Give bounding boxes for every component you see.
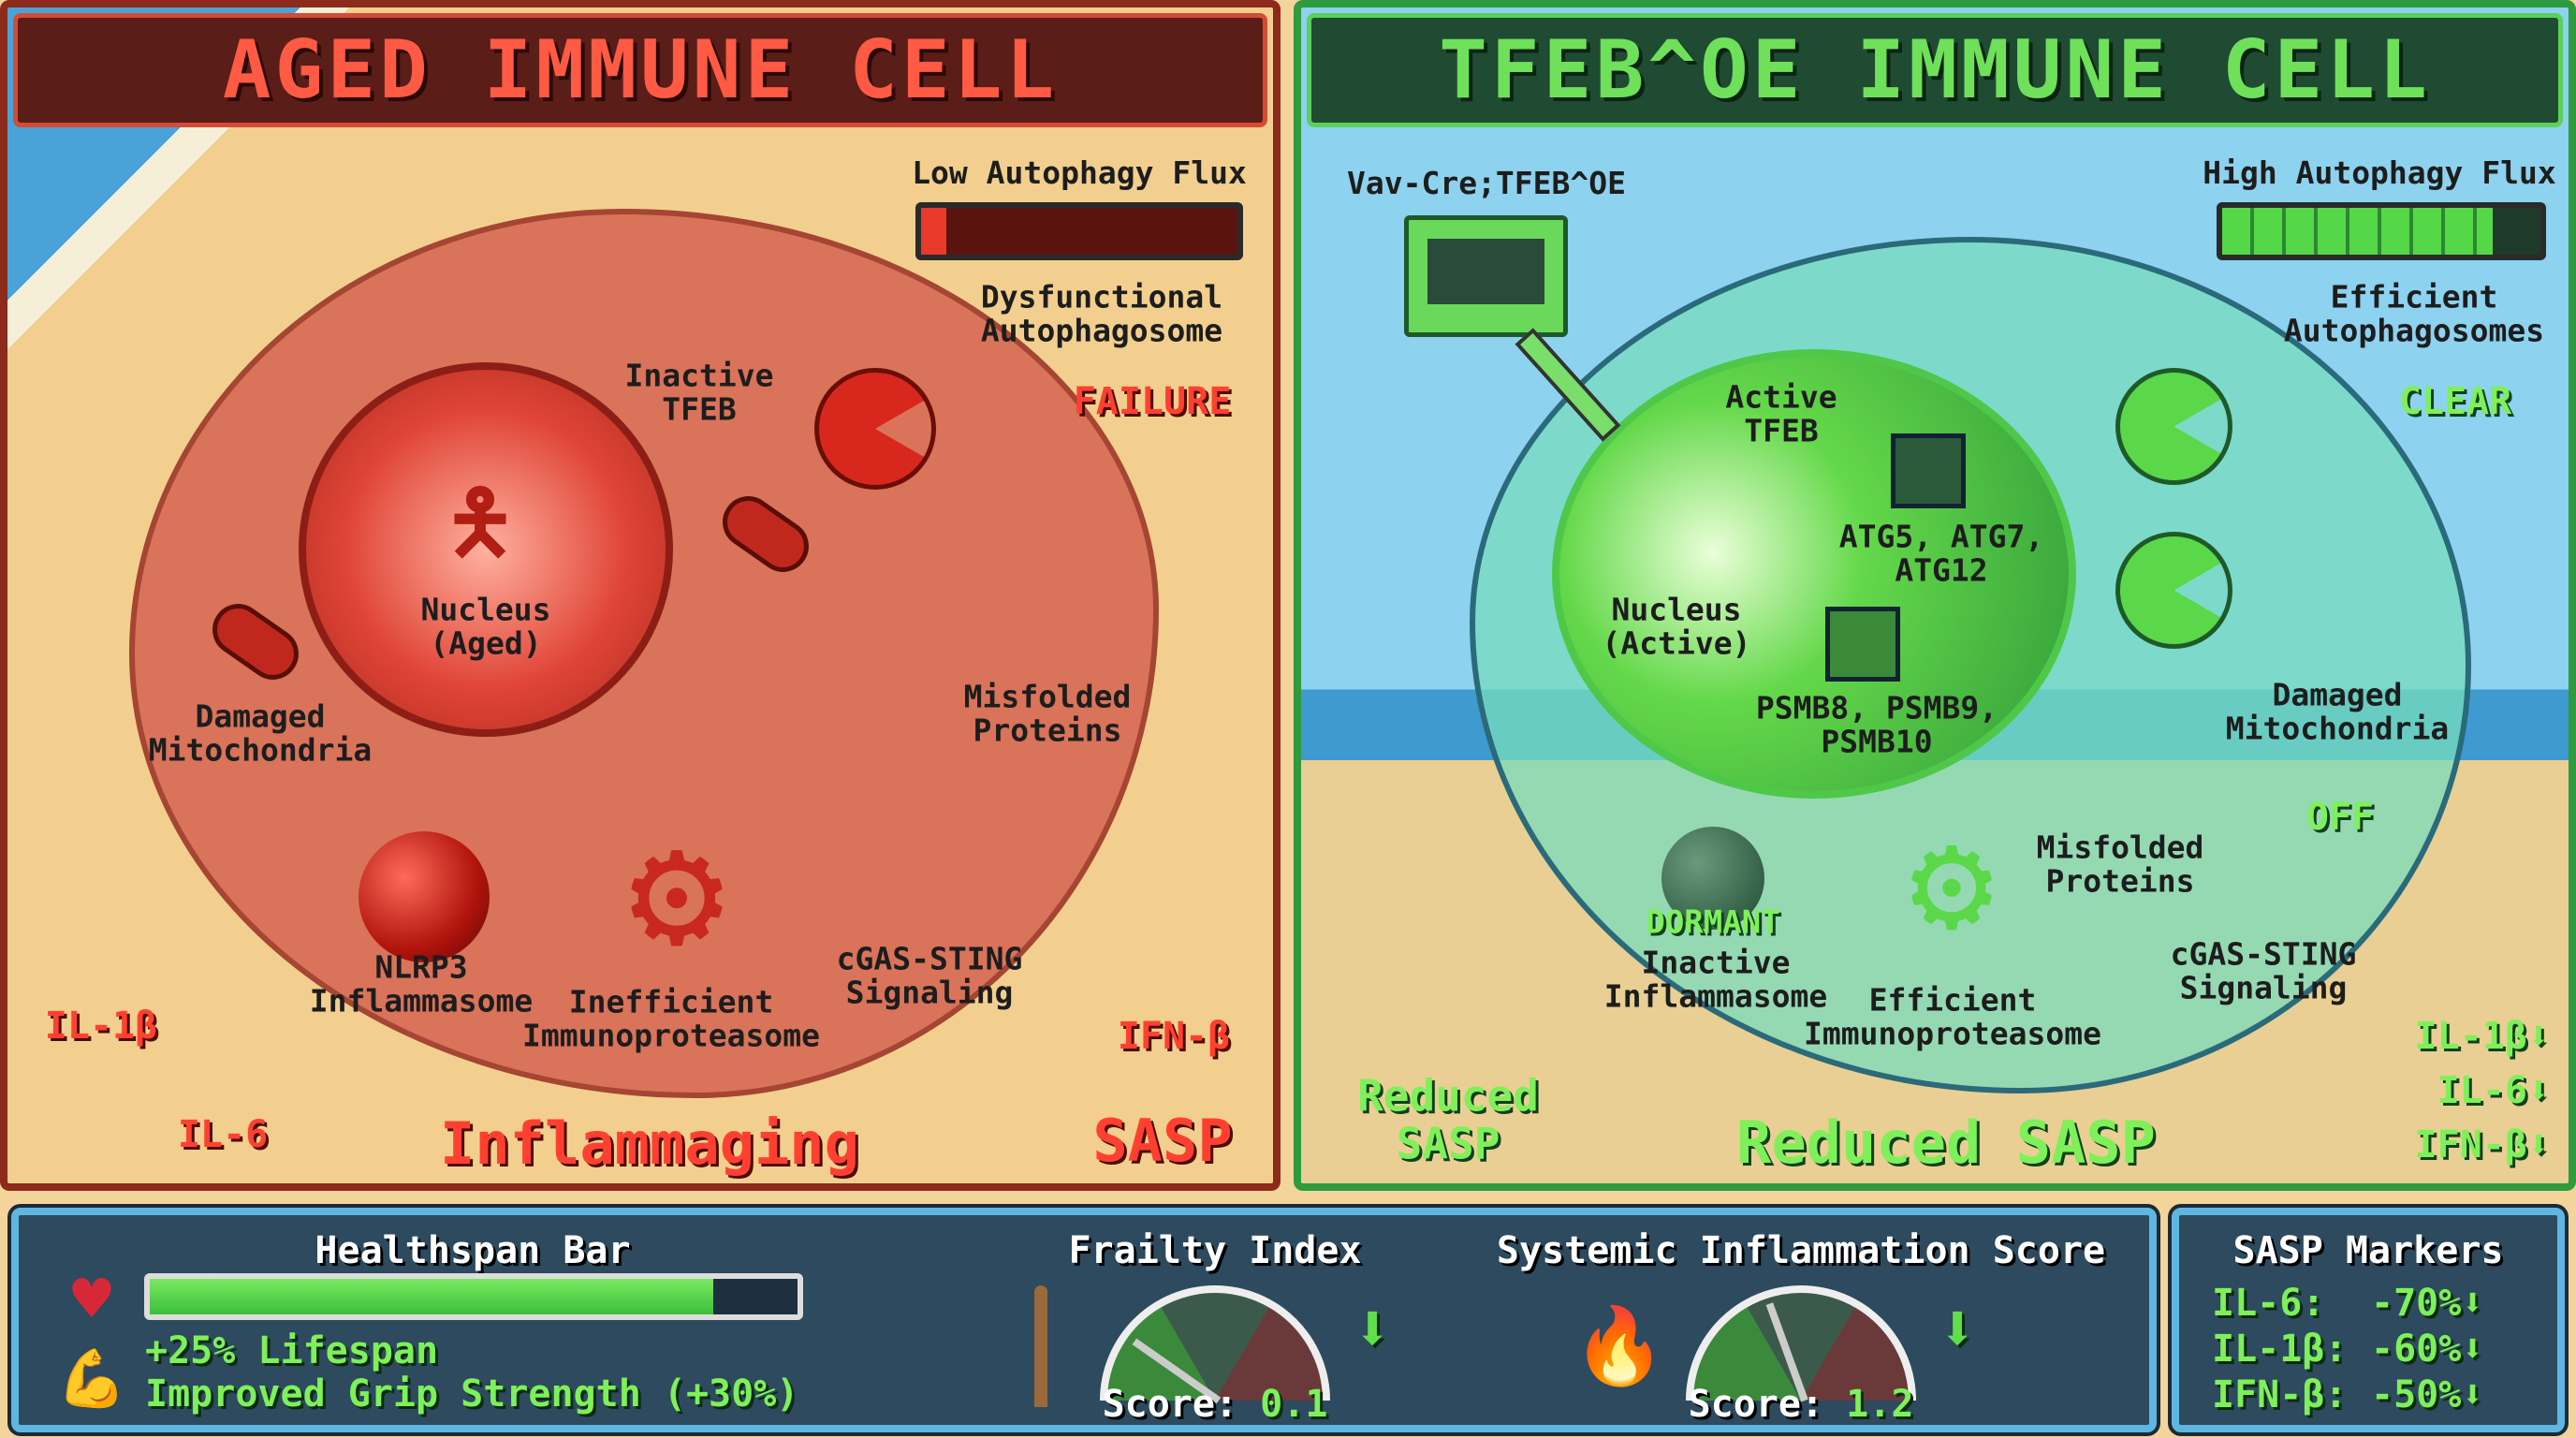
misfolded-proteins-label: Misfolded Proteins: [2036, 829, 2204, 900]
dormant-inflammasome-icon: [1661, 827, 1764, 930]
sasp-marker-row: IL-1β: -60%⬇: [2212, 1327, 2483, 1372]
sasp-markers-list: IL-6:-70%⬇ IL-1β:-60%⬇ IFN-β:-50%⬇: [2212, 1281, 2483, 1418]
aged-panel-title: AGED IMMUNE CELL: [13, 13, 1267, 127]
active-nucleus-label: Nucleus (Active): [1602, 591, 1751, 662]
sasp-markers-panel: SASP Markers IL-6:-70%⬇ IL-1β:-60%⬇ IFN-…: [2168, 1204, 2569, 1436]
chip-icon: [1891, 433, 1966, 508]
genotype-label: Vav-Cre;TFEB^OE: [1346, 164, 1627, 201]
marker-name: IL-1β:: [2212, 1328, 2348, 1371]
efficient-immunoproteasome-label: Efficient Immunoproteasome: [1804, 981, 2101, 1052]
low-flux-label: Low Autophagy Flux: [912, 154, 1247, 191]
aged-figure-icon: 🯅: [443, 473, 518, 572]
nlrp3-inflammasome-label: NLRP3 Inflammasome: [309, 948, 534, 1020]
marker-value: -70%: [2371, 1282, 2462, 1325]
healthspan-title: Healthspan Bar: [315, 1229, 631, 1272]
damaged-mitochondria-label: Damaged Mitochondria: [2225, 676, 2450, 747]
inactive-tfeb-label: Inactive TFEB: [624, 357, 774, 428]
grip-strength-label: Improved Grip Strength (+30%): [145, 1372, 799, 1416]
gear-icon: ⚙: [1909, 800, 1995, 964]
heart-icon: ♥: [71, 1260, 112, 1338]
score-label: Score:: [1688, 1383, 1824, 1426]
sasp-markers-title: SASP Markers: [2232, 1229, 2504, 1272]
off-label: OFF: [2305, 796, 2375, 839]
down-arrow-icon: ⬇: [1353, 1290, 1393, 1367]
atg-genes-label: ATG5, ATG7, ATG12: [1838, 518, 2044, 589]
reduced-sasp-side-label: Reduced SASP: [1357, 1070, 1539, 1168]
high-flux-label: High Autophagy Flux: [2203, 154, 2556, 191]
psmb-genes-label: PSMB8, PSMB9, PSMB10: [1755, 689, 1998, 760]
high-flux-bar: [2217, 202, 2546, 260]
down-arrow-icon: ⬇: [2461, 1328, 2484, 1371]
reduced-sasp-label: Reduced SASP: [1736, 1108, 2156, 1177]
misfolded-proteins-label: Misfolded Proteins: [963, 678, 1132, 749]
aged-nucleus-label: Nucleus (Aged): [420, 591, 551, 662]
cytokine-list: IL-1β⬇ IL-6⬇ IFN-β⬇: [2414, 1009, 2550, 1172]
marker-name: IFN-β:: [2212, 1373, 2348, 1416]
pacman-icon: [814, 368, 936, 490]
pacman-icon: [2115, 368, 2232, 485]
aged-cell-panel: AGED IMMUNE CELL 🯅 Nucleus (Aged) Low Au…: [0, 0, 1281, 1191]
frailty-title: Frailty Index: [1068, 1229, 1362, 1272]
aged-nucleus: [299, 362, 673, 737]
cgas-sting-label: cGAS-STING Signaling: [836, 940, 1023, 1011]
down-arrow-icon: ⬇: [2461, 1282, 2484, 1325]
ifnb-label: IFN-β: [2414, 1123, 2527, 1167]
frailty-score-value: 0.1: [1260, 1383, 1328, 1426]
cane-icon: [1034, 1285, 1047, 1407]
inflammation-score: Score: 1.2: [1689, 1384, 1914, 1425]
inflammation-title: Systemic Inflammation Score: [1496, 1229, 2106, 1272]
active-tfeb-label: Active TFEB: [1725, 378, 1837, 449]
down-arrow-icon: ⬇: [2461, 1373, 2484, 1416]
down-arrow-icon: ⬇: [2526, 1123, 2550, 1167]
frailty-score: Score: 0.1: [1103, 1384, 1328, 1425]
cgas-sting-label: cGAS-STING Signaling: [2170, 935, 2357, 1006]
chip-gear-icon: [1825, 607, 1900, 682]
low-flux-bar: [915, 202, 1243, 260]
efficient-autophagosomes-label: Efficient Autophagosomes: [2283, 278, 2545, 349]
marker-name: IL-6:: [2212, 1282, 2325, 1325]
pacman-icon: [2115, 532, 2232, 649]
broken-gear-icon: ⚙: [628, 799, 725, 985]
dashboard-panel: Healthspan Bar ♥ 💪 +25% Lifespan Improve…: [7, 1204, 2160, 1436]
healthspan-bar: [144, 1273, 803, 1320]
down-arrow-icon: ⬇: [2526, 1015, 2550, 1058]
down-arrow-icon: ⬇: [1938, 1290, 1978, 1367]
score-label: Score:: [1102, 1383, 1238, 1426]
down-arrow-icon: ⬇: [2526, 1069, 2550, 1112]
dysfunctional-autophagosome-label: Dysfunctional Autophagosome: [980, 278, 1223, 349]
inactive-inflammasome-label: Inactive Inflammasome: [1603, 944, 1828, 1015]
dormant-label: DORMANT: [1646, 903, 1780, 942]
il1b-label: IL-1β: [2414, 1015, 2527, 1058]
marker-value: -60%: [2371, 1328, 2462, 1371]
il6-label: IL-6: [2437, 1069, 2527, 1112]
lifespan-label: +25% Lifespan: [145, 1329, 439, 1372]
clear-label: CLEAR: [2398, 380, 2512, 423]
ifnb-label: IFN-β: [1117, 1015, 1231, 1058]
damaged-mitochondria-label: Damaged Mitochondria: [148, 697, 373, 769]
aged-cell-body: [129, 209, 1159, 1098]
active-nucleus: [1552, 349, 2076, 799]
il6-label: IL-6: [177, 1113, 269, 1156]
failure-label: FAILURE: [1073, 380, 1232, 423]
flame-icon: 🔥: [1573, 1302, 1666, 1389]
inflammaging-label: Inflammaging: [440, 1108, 859, 1178]
sasp-marker-row: IFN-β: -50%⬇: [2212, 1372, 2483, 1418]
flexed-arm-icon: 💪: [56, 1346, 127, 1412]
tfeb-panel-title: TFEB^OE IMMUNE CELL: [1307, 13, 2563, 127]
tfeb-cell-panel: TFEB^OE IMMUNE CELL Vav-Cre;TFEB^OE High…: [1294, 0, 2576, 1191]
bomb-icon: [359, 831, 490, 962]
marker-value: -50%: [2371, 1373, 2462, 1416]
game-cartridge-icon: [1404, 215, 1568, 337]
sasp-label: SASP: [1092, 1106, 1233, 1175]
il1b-label: IL-1β: [44, 1005, 158, 1048]
sasp-marker-row: IL-6: -70%⬇: [2212, 1281, 2483, 1327]
inflammation-score-value: 1.2: [1846, 1383, 1914, 1426]
inefficient-immunoproteasome-label: Inefficient Immunoproteasome: [522, 983, 820, 1054]
